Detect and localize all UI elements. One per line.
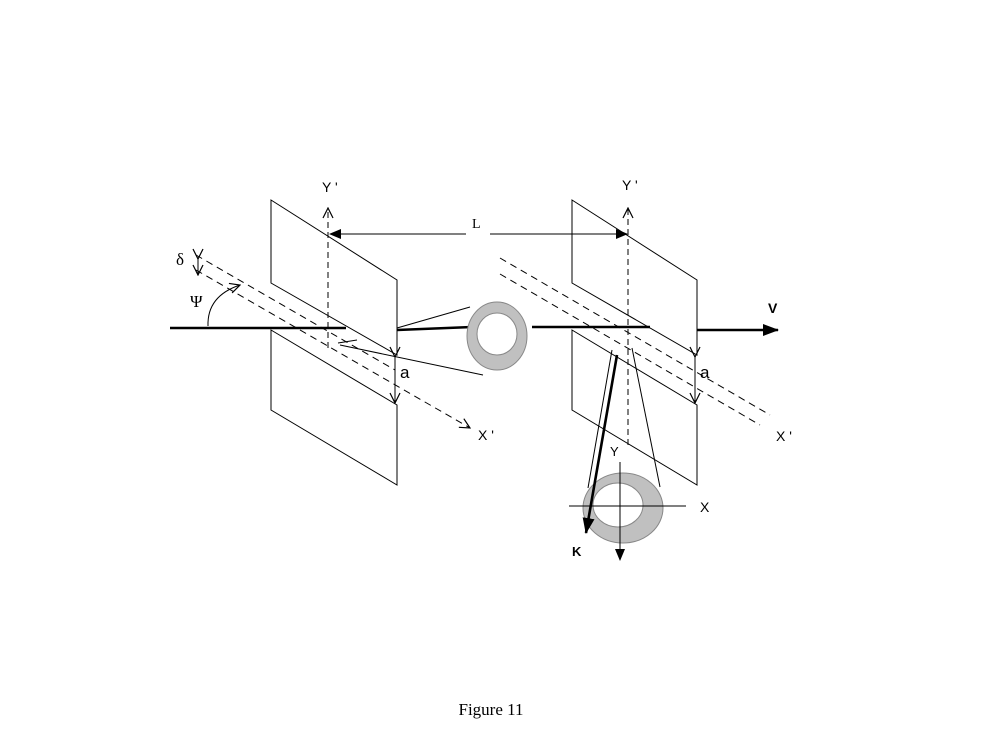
k-vector-label: K (572, 544, 582, 559)
psi-angle-arc (207, 285, 240, 327)
left-x-prime-label: X ' (478, 427, 494, 443)
left-gap-label: a (400, 363, 410, 382)
right-plates (571, 199, 698, 486)
right-lower-plate (571, 329, 698, 486)
y-axis-label: Y (610, 444, 619, 459)
k-vector-arrow (582, 354, 619, 534)
left-y-prime-label: Y ' (322, 179, 338, 195)
left-beam-tail (337, 339, 358, 344)
psi-label: Ψ (190, 292, 203, 311)
projection-line-lower (339, 344, 484, 376)
middle-ring-hole (476, 312, 518, 356)
cone-line-left (587, 349, 613, 489)
delta-label: δ (176, 250, 184, 269)
left-lower-plate (270, 329, 398, 486)
distance-label: L (472, 217, 481, 232)
left-x-prime-axis (195, 269, 470, 428)
right-y-prime-label: Y ' (622, 177, 638, 193)
right-x-prime-axis (499, 273, 761, 426)
left-upper-plate (270, 199, 398, 356)
cone-line-right (631, 347, 661, 488)
bottom-ring-hole (592, 482, 644, 528)
right-upper-plate (571, 199, 698, 356)
right-x-prime-label: X ' (776, 428, 792, 444)
right-gap-label: a (700, 363, 710, 382)
velocity-label: V (768, 300, 778, 316)
projection-line-upper (396, 306, 471, 329)
left-plates (270, 199, 398, 486)
left-dashed-line-upper (195, 254, 396, 371)
figure-caption: Figure 11 (458, 700, 524, 719)
x-axis-label: X (700, 499, 710, 515)
right-dashed-line-upper (499, 257, 771, 416)
